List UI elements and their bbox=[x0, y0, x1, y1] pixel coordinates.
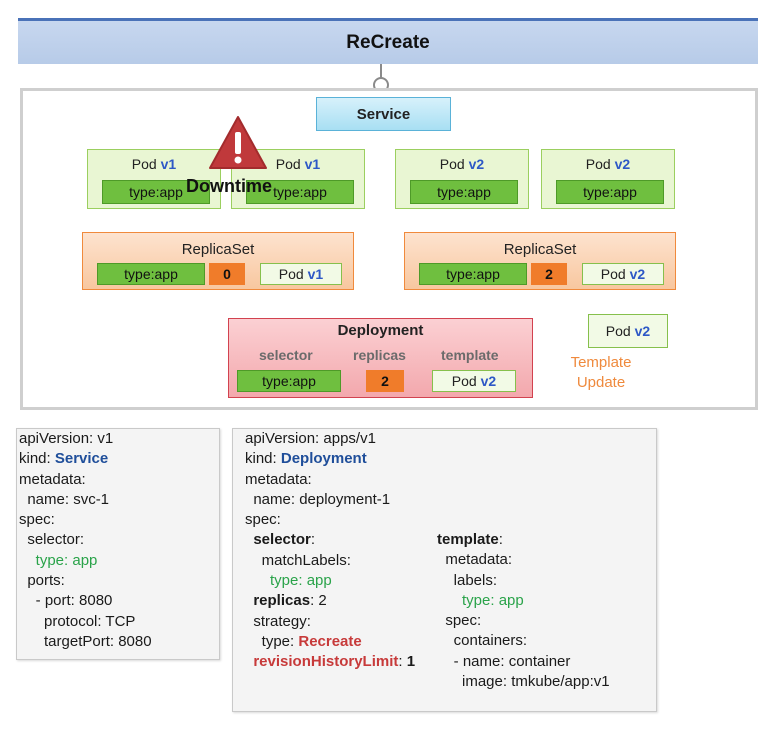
yaml-line: metadata: bbox=[245, 470, 312, 488]
pod-title: Pod v2 bbox=[542, 156, 674, 172]
yaml-line: spec: bbox=[19, 511, 55, 529]
yaml-line: metadata: bbox=[19, 470, 86, 488]
deployment-selector-value: type:app bbox=[237, 370, 341, 392]
template-update-pod-version: v2 bbox=[634, 323, 651, 339]
deployment-yaml-left: apiVersion: apps/v1 kind: Deployment metad… bbox=[245, 429, 415, 673]
yaml-line: ports: bbox=[19, 572, 65, 590]
deployment-node: Deployment selector replicas template ty… bbox=[228, 318, 533, 398]
pod-tag: type:app bbox=[246, 180, 354, 204]
pod-label: Pod bbox=[275, 156, 301, 172]
yaml-line: targetPort: 8080 bbox=[19, 632, 152, 650]
pod-tag: type:app bbox=[410, 180, 518, 204]
title-banner: ReCreate bbox=[18, 18, 758, 64]
pod-label: Pod bbox=[439, 156, 465, 172]
pod-label: Pod bbox=[131, 156, 157, 172]
replicaset-title: ReplicaSet bbox=[503, 241, 577, 258]
selector-label: selector bbox=[259, 347, 313, 363]
yaml-line: apiVersion: apps/v1 bbox=[245, 430, 376, 447]
yaml-line: protocol: TCP bbox=[19, 612, 136, 630]
pod-label: Pod bbox=[585, 156, 611, 172]
yaml-line: metadata: bbox=[437, 551, 513, 569]
pod-node: Pod v1 type:app bbox=[87, 149, 221, 209]
yaml-line: type: Recreate bbox=[245, 632, 362, 650]
yaml-line: containers: bbox=[437, 632, 528, 650]
replicaset-pod: Pod v1 bbox=[260, 263, 342, 285]
replicaset-pod: Pod v2 bbox=[582, 263, 664, 285]
downtime-label: Downtime bbox=[186, 176, 273, 196]
replicaset-count: 0 bbox=[209, 263, 245, 285]
yaml-line: apiVersion: v1 bbox=[19, 430, 114, 447]
deployment-yaml-card: apiVersion: apps/v1 kind: Deployment metad… bbox=[232, 428, 657, 712]
replicaset-pod-version: v2 bbox=[629, 266, 646, 282]
pod-version: v2 bbox=[468, 156, 485, 172]
template-label: template bbox=[441, 347, 499, 363]
replicaset-count: 2 bbox=[531, 263, 567, 285]
service-yaml-code: apiVersion: v1 kind: Service metadata: nam… bbox=[19, 429, 152, 652]
yaml-line: image: tmkube/app:v1 bbox=[437, 673, 610, 691]
template-pod-version: v2 bbox=[480, 373, 497, 389]
template-update-pod-label: Pod bbox=[605, 323, 631, 339]
yaml-line: kind: Service bbox=[19, 450, 109, 468]
deployment-yaml-right: template: metadata: labels: type: app sp… bbox=[437, 530, 610, 692]
yaml-line: template: bbox=[437, 531, 503, 548]
replicaset-node: ReplicaSet type:app 2 Pod v2 bbox=[404, 232, 676, 290]
replicaset-pod-version: v1 bbox=[307, 266, 324, 282]
pod-version: v1 bbox=[160, 156, 177, 172]
replicaset-tag: type:app bbox=[97, 263, 205, 285]
yaml-line: spec: bbox=[245, 511, 281, 529]
yaml-line: revisionHistoryLimit: 1 bbox=[253, 653, 416, 671]
service-label: Service bbox=[356, 105, 411, 123]
template-update-line1: Template bbox=[570, 354, 632, 371]
deployment-title: Deployment bbox=[337, 322, 424, 339]
replicaset-node: ReplicaSet type:app 0 Pod v1 bbox=[82, 232, 354, 290]
yaml-line: type: app bbox=[245, 572, 332, 590]
pod-node: Pod v2 type:app bbox=[395, 149, 529, 209]
page-title: ReCreate bbox=[346, 31, 430, 53]
warning-icon bbox=[209, 116, 267, 169]
pod-version: v2 bbox=[614, 156, 631, 172]
yaml-line: strategy: bbox=[245, 612, 311, 630]
yaml-line: - name: container bbox=[437, 652, 571, 670]
deployment-template-pod: Pod v2 bbox=[432, 370, 516, 392]
template-pod-label: Pod bbox=[451, 373, 477, 389]
template-update-line2: Update bbox=[576, 374, 626, 391]
replicas-label: replicas bbox=[353, 347, 406, 363]
pod-node: Pod v2 type:app bbox=[541, 149, 675, 209]
yaml-line: type: app bbox=[437, 591, 524, 609]
yaml-line: - port: 8080 bbox=[19, 592, 113, 610]
pod-version: v1 bbox=[304, 156, 321, 172]
replicaset-pod-label: Pod bbox=[600, 266, 626, 282]
yaml-line: labels: bbox=[437, 571, 498, 589]
yaml-line: name: deployment-1 bbox=[245, 490, 391, 508]
yaml-line: replicas: 2 bbox=[253, 592, 327, 610]
replicaset-title: ReplicaSet bbox=[181, 241, 255, 258]
pod-title: Pod v1 bbox=[88, 156, 220, 172]
deployment-replicas-value: 2 bbox=[366, 370, 404, 392]
pod-tag: type:app bbox=[556, 180, 664, 204]
template-update-label: Template Update bbox=[556, 353, 646, 393]
replicaset-tag: type:app bbox=[419, 263, 527, 285]
pod-title: Pod v2 bbox=[396, 156, 528, 172]
service-yaml-card: apiVersion: v1 kind: Service metadata: nam… bbox=[16, 428, 220, 660]
yaml-line: selector: bbox=[253, 531, 316, 549]
yaml-line: type: app bbox=[19, 551, 98, 569]
replicaset-pod-label: Pod bbox=[278, 266, 304, 282]
pod-tag: type:app bbox=[102, 180, 210, 204]
template-update-pod: Pod v2 bbox=[588, 314, 668, 348]
service-node: Service bbox=[316, 97, 451, 131]
yaml-line: spec: bbox=[437, 612, 482, 630]
yaml-line: selector: bbox=[19, 531, 85, 549]
pod-title: Pod v1 bbox=[232, 156, 364, 172]
yaml-line: kind: Deployment bbox=[245, 450, 367, 468]
yaml-line: name: svc-1 bbox=[19, 490, 110, 508]
yaml-line: matchLabels: bbox=[245, 551, 351, 569]
